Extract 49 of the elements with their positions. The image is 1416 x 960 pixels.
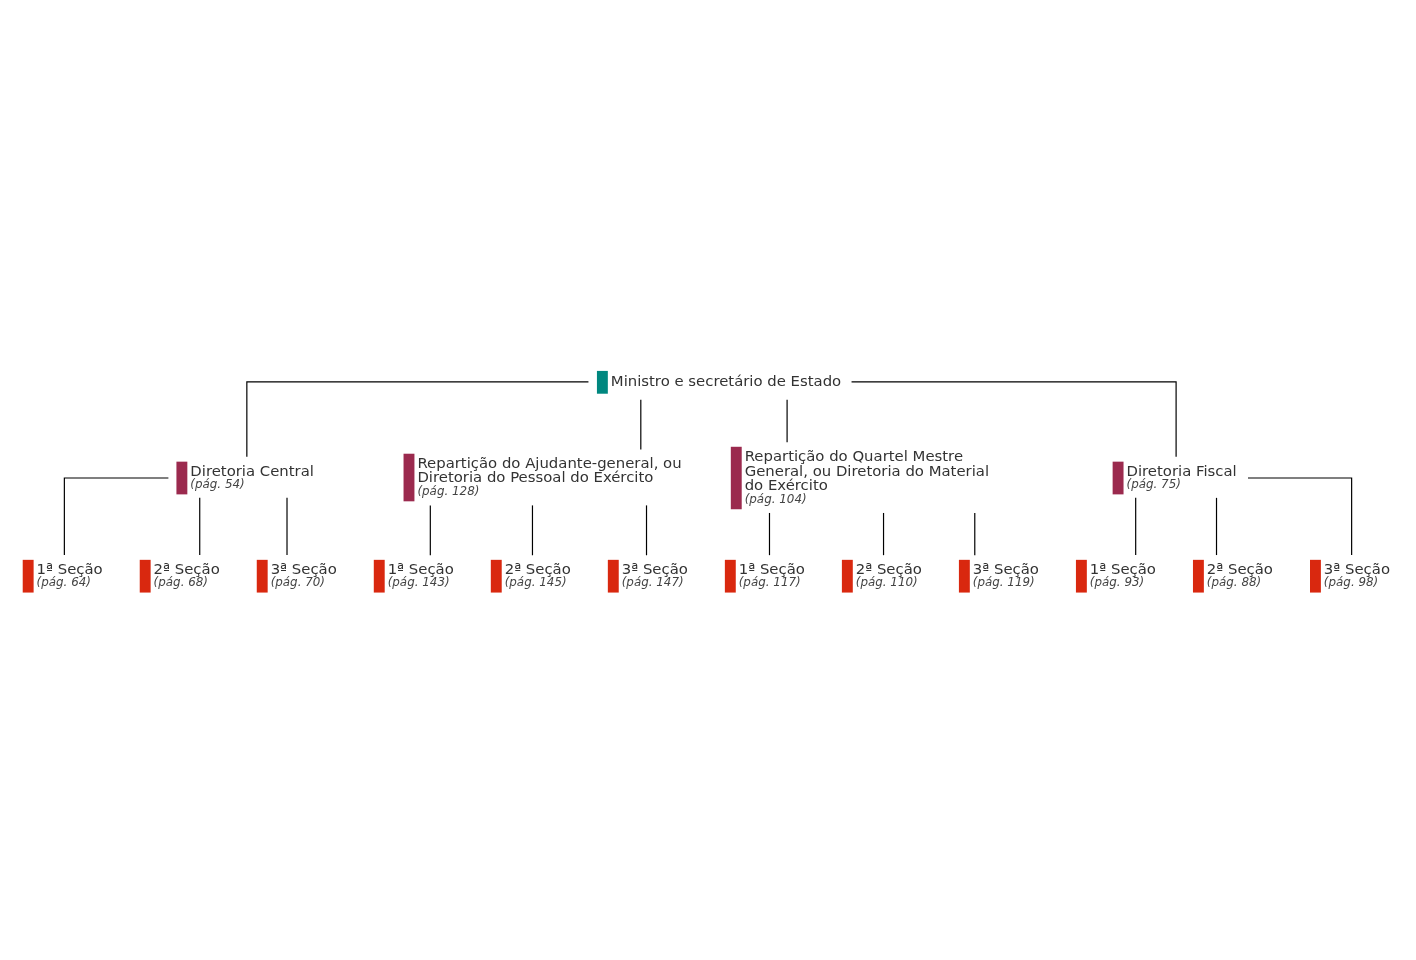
node-label: (pág. 64) xyxy=(36,575,91,590)
node-box xyxy=(256,559,268,593)
connector xyxy=(1247,477,1353,556)
node-box xyxy=(1310,559,1321,593)
node-label: (pág. 93) xyxy=(1089,575,1145,590)
connector xyxy=(1215,497,1218,556)
connector xyxy=(882,512,885,556)
node-box xyxy=(730,446,742,510)
connector xyxy=(974,512,976,556)
node-box xyxy=(958,559,970,593)
node-label: (pág. 68) xyxy=(153,575,208,590)
connector xyxy=(768,512,771,556)
node-box xyxy=(1192,559,1204,593)
connector xyxy=(640,399,642,451)
node-label: (pág. 88) xyxy=(1206,575,1262,590)
node-label: (pág. 98) xyxy=(1323,575,1379,590)
node-label: (pág. 54) xyxy=(190,477,245,492)
node-label: (pág. 143) xyxy=(387,575,450,590)
connector xyxy=(1135,497,1137,556)
node-label: (pág. 128) xyxy=(417,483,480,498)
node-label: (pág. 75) xyxy=(1126,477,1181,492)
node-label: Ministro e secretário de Estado xyxy=(610,371,842,390)
node-label: (pág. 119) xyxy=(972,575,1035,590)
connector xyxy=(786,399,788,443)
node-label: (pág. 104) xyxy=(744,491,807,506)
node-box xyxy=(596,370,608,394)
connector xyxy=(429,504,431,556)
node-label: (pág. 117) xyxy=(738,575,801,590)
node-box xyxy=(490,559,502,593)
connector xyxy=(531,504,534,556)
node-box xyxy=(841,559,853,593)
node-box xyxy=(139,559,151,593)
node-box xyxy=(724,559,736,593)
node-box xyxy=(22,559,34,593)
node-box xyxy=(373,559,385,593)
node-box xyxy=(1075,559,1087,593)
connector xyxy=(199,497,201,556)
node-label: (pág. 147) xyxy=(621,575,684,590)
node-label: (pág. 110) xyxy=(855,575,918,590)
node-box xyxy=(607,559,619,593)
connector xyxy=(63,477,169,556)
connector xyxy=(246,381,590,458)
connector xyxy=(645,504,648,556)
node-label: (pág. 145) xyxy=(504,575,567,590)
node-box xyxy=(403,453,415,502)
node-box xyxy=(176,461,188,495)
node-box xyxy=(1112,461,1124,495)
connector xyxy=(850,381,1177,458)
node-label: (pág. 70) xyxy=(270,575,325,590)
